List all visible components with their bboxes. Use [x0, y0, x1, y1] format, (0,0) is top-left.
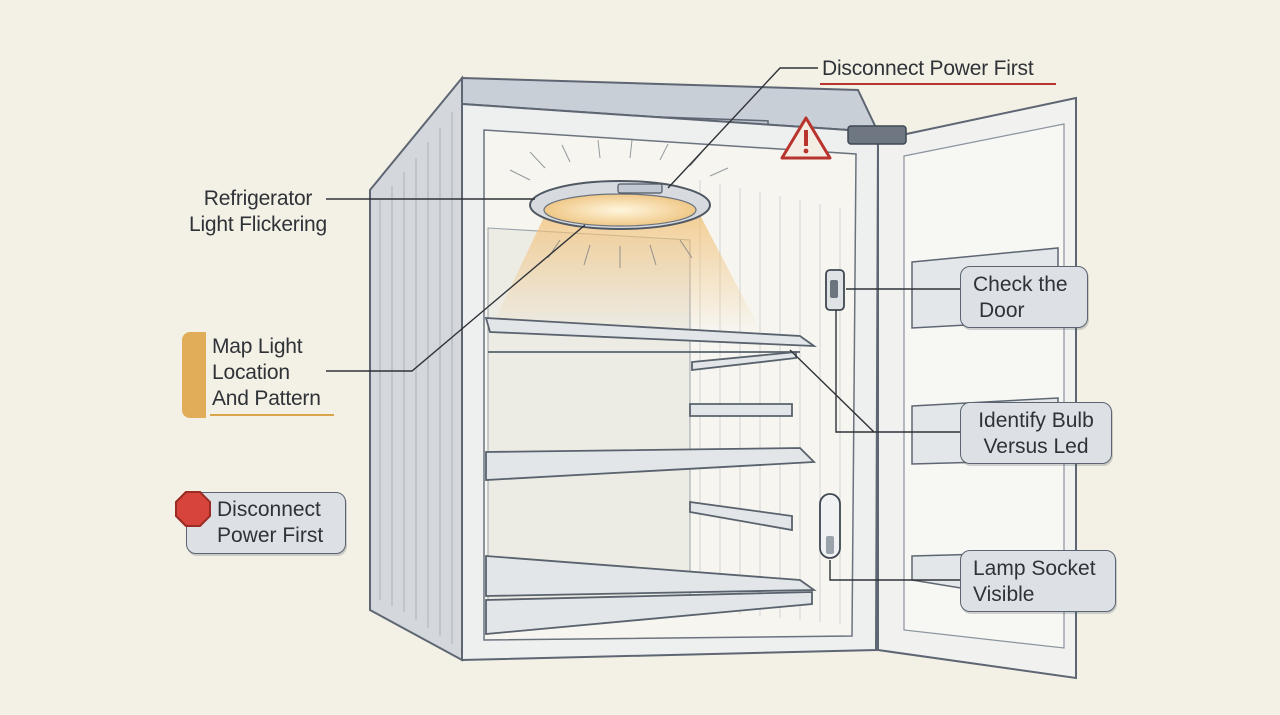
lamp-lens: [543, 193, 697, 227]
lamp-socket: [819, 493, 841, 559]
identify-bulb-line1: Identify Bulb: [978, 409, 1094, 432]
side-warning-line2: Power First: [217, 524, 324, 547]
map-light-line1: Map Light: [212, 335, 303, 358]
map-light-label: Map Light Location And Pattern: [212, 334, 321, 412]
check-door-line1: Check the: [973, 273, 1068, 296]
lamp-socket-line2: Visible: [973, 583, 1035, 606]
side-warning-line1: Disconnect: [217, 498, 321, 521]
top-warning-text: Disconnect Power First: [822, 57, 1034, 80]
lamp-socket-box: Lamp Socket Visible: [960, 550, 1116, 612]
map-light-underline: [210, 414, 334, 416]
light-flicker-label: Refrigerator Light Flickering: [178, 186, 338, 238]
side-warning-box: Disconnect Power First: [186, 492, 346, 554]
leader-lines: [326, 67, 960, 581]
map-light-line2: Location: [212, 361, 290, 384]
identify-bulb-box: Identify Bulb Versus Led: [960, 402, 1112, 464]
top-warning-label: Disconnect Power First: [822, 56, 1034, 82]
lamp-socket-line1: Lamp Socket: [973, 557, 1096, 580]
shelves: [484, 317, 817, 635]
top-warning-underline: [820, 83, 1056, 85]
lamp-tab: [617, 183, 663, 194]
map-light-bracket: [182, 332, 206, 418]
identify-bulb-line2: Versus Led: [983, 435, 1089, 458]
light-flicker-line1: Refrigerator: [203, 187, 313, 210]
map-light-line3: And Pattern: [212, 387, 321, 410]
check-door-box: Check the Door: [960, 266, 1088, 328]
light-flicker-line2: Light Flickering: [188, 213, 328, 236]
check-door-line2: Door: [979, 299, 1025, 322]
warning-triangle-icon: [780, 116, 832, 160]
door-hinge: [847, 125, 907, 145]
stop-octagon-overlay: [175, 491, 211, 527]
